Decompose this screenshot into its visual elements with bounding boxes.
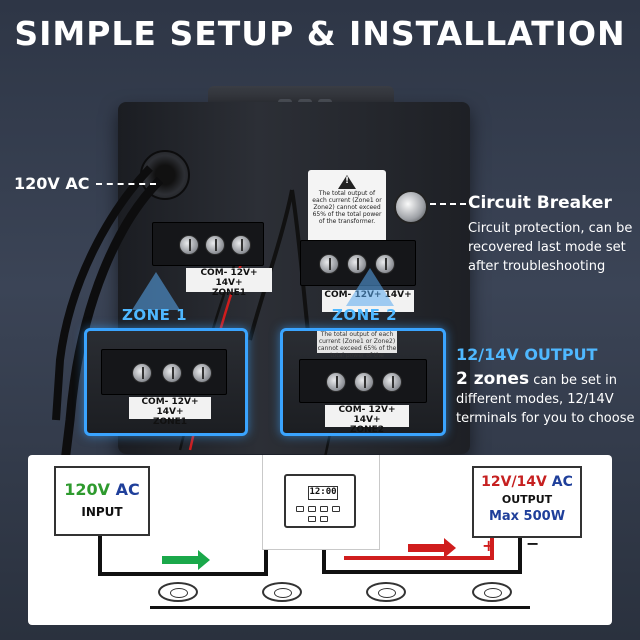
output-flow-arrow (408, 538, 456, 558)
circuit-breaker-title: Circuit Breaker (468, 193, 612, 213)
control-panel-icon: 12:00 (284, 474, 356, 528)
zone1-label: ZONE 1 (122, 306, 188, 324)
warning-label: The total output of each current (Zone1 … (308, 170, 386, 248)
lcd-display: 12:00 (308, 486, 338, 500)
input-wire-vertical (98, 536, 102, 574)
landscape-light-icon (262, 582, 302, 602)
input-flow-arrow (162, 550, 210, 570)
zone2-zoom-inset: The total output of each current (Zone1 … (280, 328, 446, 436)
ac-callout-line (96, 183, 156, 185)
circuit-breaker-description: Circuit protection, can be recovered las… (468, 221, 633, 274)
zone1-terminal-strip (152, 222, 264, 266)
cable-gland (140, 150, 190, 200)
unit-wire-left (264, 548, 268, 576)
zone2-label: ZONE 2 (332, 306, 398, 324)
zone1-pointer (132, 272, 180, 310)
output-title: 12/14V OUTPUT (456, 345, 598, 364)
circuit-breaker-button[interactable] (394, 190, 428, 224)
unit-wire-right (322, 548, 326, 572)
plus-sign: + (482, 536, 496, 555)
warning-icon (338, 175, 356, 189)
output-wire-red-v (490, 538, 494, 560)
input-box: 120V AC INPUT (54, 466, 150, 536)
output-description: 2 zones can be set in different modes, 1… (456, 369, 635, 427)
zone2-pointer (346, 268, 394, 306)
input-wire-horizontal (98, 572, 266, 576)
page-title: SIMPLE SETUP & INSTALLATION (14, 14, 626, 53)
circuit-breaker-callout-line (430, 203, 466, 205)
ac-input-label: 120V AC (14, 174, 90, 193)
zone1-zoom-inset: COM- 12V+ 14V+ ZONE1 (84, 328, 248, 436)
landscape-light-icon (472, 582, 512, 602)
zone1-device-label: COM- 12V+ 14V+ ZONE1 (186, 268, 272, 298)
landscape-light-icon (366, 582, 406, 602)
output-wire-red-h (344, 556, 494, 560)
output-box: 12V/14V AC OUTPUT Max 500W (472, 466, 582, 538)
output-wire-black-h (322, 570, 522, 574)
warning-text: The total output of each current (Zone1 … (312, 190, 382, 225)
landscape-light-icon (158, 582, 198, 602)
lamp-bus (150, 606, 530, 609)
minus-sign: − (526, 534, 540, 553)
output-wire-black-v (518, 538, 522, 574)
